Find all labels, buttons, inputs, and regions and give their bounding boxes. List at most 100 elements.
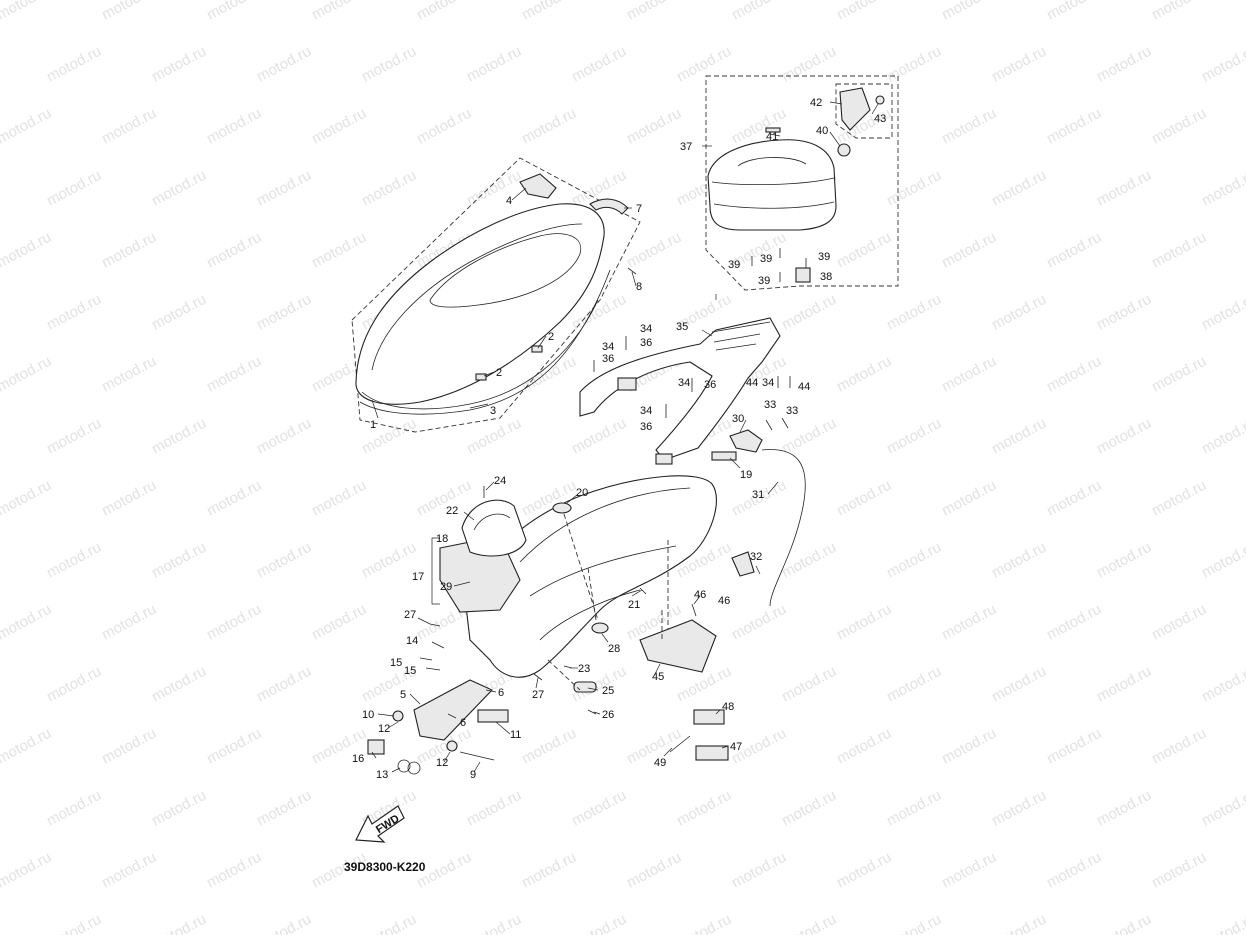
seat-group-outline bbox=[351, 157, 641, 433]
callout-27a: 27 bbox=[404, 609, 416, 621]
watermark-text: motod.ru bbox=[939, 601, 999, 644]
callout-28: 28 bbox=[608, 643, 620, 655]
lock-cylinder bbox=[839, 87, 871, 131]
callout-39d: 39 bbox=[818, 251, 830, 263]
watermark-text: motod.ru bbox=[1044, 353, 1104, 396]
carrier-ribs bbox=[711, 321, 771, 351]
callout-43: 43 bbox=[874, 113, 886, 125]
carrier-frame bbox=[579, 317, 781, 461]
watermark-text: motod.ru bbox=[204, 353, 264, 396]
watermark-text: motod.ru bbox=[0, 725, 54, 768]
watermark-text: motod.ru bbox=[359, 539, 419, 582]
watermark-text: motod.ru bbox=[359, 415, 419, 458]
watermark-text: motod.ru bbox=[1199, 415, 1246, 458]
callout-6b: 6 bbox=[460, 717, 466, 729]
watermark-text: motod.ru bbox=[254, 43, 314, 86]
watermark-text: motod.ru bbox=[254, 787, 314, 830]
watermark-text: motod.ru bbox=[674, 787, 734, 830]
watermark-text: motod.ru bbox=[1094, 539, 1154, 582]
top-case-lid-line bbox=[711, 177, 835, 186]
watermark-text: motod.ru bbox=[624, 849, 684, 892]
watermark-text: motod.ru bbox=[674, 663, 734, 706]
seat-bottom-strip bbox=[359, 269, 611, 415]
top-case-band bbox=[713, 201, 835, 209]
callout-40: 40 bbox=[816, 125, 828, 137]
callout-18: 18 bbox=[436, 533, 448, 545]
callout-12b: 12 bbox=[436, 757, 448, 769]
bolt-14 bbox=[431, 641, 445, 649]
watermark-text: motod.ru bbox=[779, 415, 839, 458]
watermark-text: motod.ru bbox=[569, 415, 629, 458]
watermark-text: motod.ru bbox=[939, 477, 999, 520]
watermark-text: motod.ru bbox=[624, 105, 684, 148]
watermark-text: motod.ru bbox=[779, 539, 839, 582]
callout-30: 30 bbox=[732, 413, 744, 425]
callout-34a: 34 bbox=[640, 323, 652, 335]
watermark-text: motod.ru bbox=[729, 601, 789, 644]
callout-16: 16 bbox=[352, 753, 364, 765]
watermark-text: motod.ru bbox=[939, 105, 999, 148]
clip-2a bbox=[531, 345, 543, 353]
watermark-text: motod.ru bbox=[99, 0, 159, 24]
top-case bbox=[707, 139, 837, 231]
callout-34d: 34 bbox=[640, 405, 652, 417]
watermark-text: motod.ru bbox=[989, 911, 1049, 935]
callout-29: 29 bbox=[440, 581, 452, 593]
callout-20: 20 bbox=[576, 487, 588, 499]
callout-11: 11 bbox=[510, 729, 521, 741]
spring-coil-b bbox=[407, 761, 421, 775]
tool-49 bbox=[669, 735, 691, 753]
callout-14: 14 bbox=[406, 635, 418, 647]
callout-1: 1 bbox=[370, 419, 376, 431]
watermark-text: motod.ru bbox=[989, 167, 1049, 210]
watermark-text: motod.ru bbox=[204, 229, 264, 272]
callout-9: 9 bbox=[470, 769, 476, 781]
pad bbox=[711, 451, 737, 461]
seat-group bbox=[351, 157, 641, 433]
watermark-text: motod.ru bbox=[1044, 229, 1104, 272]
watermark-text: motod.ru bbox=[519, 105, 579, 148]
callout-23: 23 bbox=[578, 663, 590, 675]
callout-48: 48 bbox=[722, 701, 734, 713]
watermark-text: motod.ru bbox=[519, 725, 579, 768]
callout-49: 49 bbox=[654, 757, 666, 769]
watermark-text: motod.ru bbox=[149, 787, 209, 830]
watermark-text: motod.ru bbox=[414, 0, 474, 24]
seat-bumper bbox=[589, 198, 629, 215]
callout-33a: 33 bbox=[764, 399, 776, 411]
watermark-text: motod.ru bbox=[359, 167, 419, 210]
callout-2a: 2 bbox=[548, 331, 554, 343]
watermark-text: motod.ru bbox=[1044, 725, 1104, 768]
screw-33a bbox=[765, 419, 773, 431]
watermark-text: motod.ru bbox=[0, 477, 54, 520]
base-plate bbox=[795, 267, 811, 283]
watermark-text: motod.ru bbox=[1149, 725, 1209, 768]
watermark-text: motod.ru bbox=[1199, 167, 1246, 210]
callout-7: 7 bbox=[636, 203, 642, 215]
watermark-text: motod.ru bbox=[1094, 43, 1154, 86]
seat-lock bbox=[729, 429, 763, 453]
callout-15a: 15 bbox=[390, 657, 402, 669]
callout-21: 21 bbox=[628, 599, 640, 611]
callout-17: 17 bbox=[412, 571, 424, 583]
align-line-b bbox=[587, 567, 597, 621]
seat bbox=[355, 203, 605, 405]
callout-24: 24 bbox=[494, 475, 506, 487]
top-case-group-outline bbox=[705, 75, 899, 291]
watermark-text: motod.ru bbox=[149, 291, 209, 334]
owners-manual-47 bbox=[695, 745, 729, 761]
watermark-text: motod.ru bbox=[884, 415, 944, 458]
watermark-text: motod.ru bbox=[519, 353, 579, 396]
callout-37: 37 bbox=[680, 141, 692, 153]
watermark-text: motod.ru bbox=[44, 43, 104, 86]
watermark-text: motod.ru bbox=[939, 849, 999, 892]
callout-35: 35 bbox=[676, 321, 688, 333]
rubber-28 bbox=[591, 622, 609, 634]
watermark-text: motod.ru bbox=[99, 229, 159, 272]
watermark-text: motod.ru bbox=[44, 291, 104, 334]
storage-rim bbox=[519, 487, 691, 563]
watermark-text: motod.ru bbox=[884, 787, 944, 830]
callout-8: 8 bbox=[636, 281, 642, 293]
watermark-text: motod.ru bbox=[884, 539, 944, 582]
